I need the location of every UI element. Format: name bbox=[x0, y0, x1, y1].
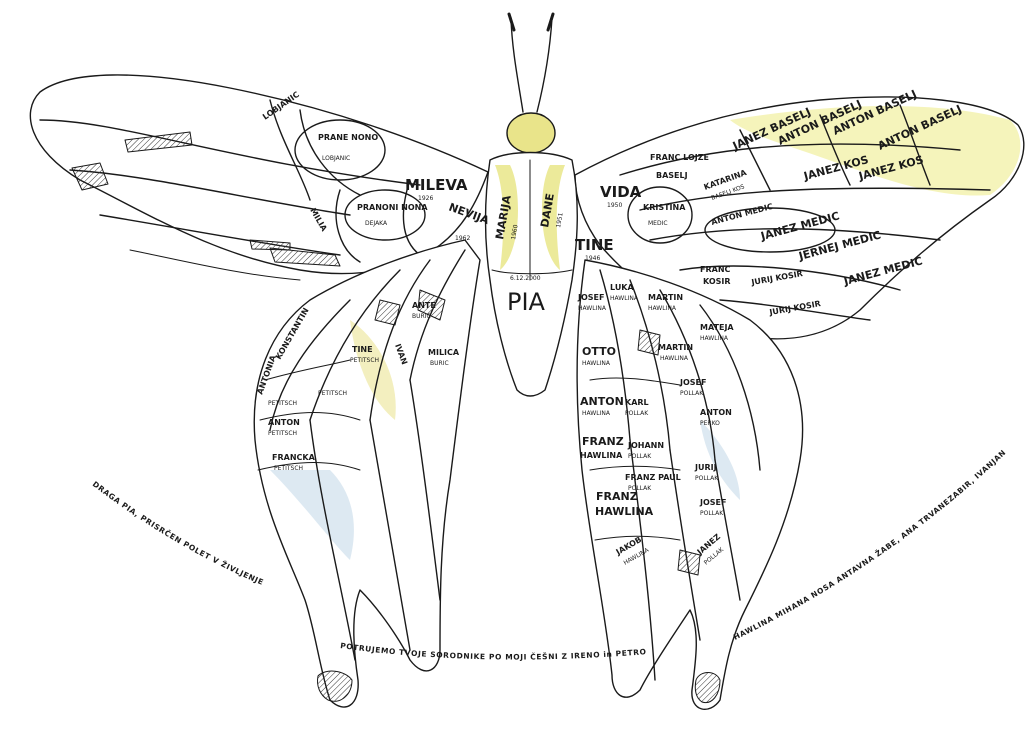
label-konstantin-sub: PETITSCH bbox=[318, 390, 347, 397]
label-tine-right: TINE bbox=[575, 236, 614, 254]
label-vida-year: 1950 bbox=[607, 202, 622, 209]
label-jozef3: JOSEF bbox=[699, 498, 726, 507]
label-karl: KARL bbox=[625, 398, 649, 407]
label-milica: MILICA bbox=[428, 348, 460, 357]
label-martin2: MARTIN bbox=[658, 343, 693, 352]
label-luka-sub: HAWLINA bbox=[610, 295, 639, 302]
label-josef2: JOSEF bbox=[679, 378, 706, 387]
label-anton-pet: ANTON bbox=[268, 418, 300, 427]
label-ante: ANTE bbox=[412, 301, 436, 310]
label-josef-sub: HAWLINA bbox=[578, 305, 607, 312]
label-jozef3-sub: POLLAK bbox=[700, 510, 724, 517]
label-frane-lojze-sub: BASELJ bbox=[656, 171, 688, 180]
antenna-left bbox=[511, 18, 523, 112]
label-anton-h: ANTON bbox=[580, 395, 624, 408]
label-vida: VIDA bbox=[600, 183, 642, 201]
label-mateja: MATEJA bbox=[700, 323, 734, 332]
label-kristina: KRISTINA bbox=[643, 203, 686, 212]
label-franz-h: FRANZ bbox=[582, 435, 624, 448]
label-josef2-sub: POLLAK bbox=[680, 390, 704, 397]
label-francka: FRANCKA bbox=[272, 453, 316, 462]
label-luka: LUKA bbox=[610, 283, 635, 292]
label-milica-sub: BURIC bbox=[430, 360, 449, 367]
label-franz-h-sub: HAWLINA bbox=[580, 451, 623, 460]
label-francka-sub: PETITSCH bbox=[274, 465, 303, 472]
label-nevija-year: 1962 bbox=[455, 235, 470, 242]
label-tine-left-sub: PETITSCH bbox=[350, 357, 379, 364]
label-anton-pet-sub: PETITSCH bbox=[268, 430, 297, 437]
label-josef: JOSEF bbox=[577, 293, 604, 302]
body-date: 6.12.2000 bbox=[510, 275, 541, 282]
dedication-part1: DRAGA PIA, PRISRČEN POLET V ŽIVLJENJE bbox=[91, 479, 265, 587]
label-mateja-sub: HAWLINA bbox=[700, 335, 729, 342]
label-prane-mid: PRANONI NONA bbox=[357, 203, 428, 212]
label-johann: JOHANN bbox=[627, 441, 664, 450]
label-franc-k: FRANC bbox=[700, 265, 731, 274]
label-mileva-year: 1926 bbox=[418, 195, 433, 202]
label-ante-sub: BURIC bbox=[412, 313, 431, 320]
label-franc-k-sub: KOSIR bbox=[703, 277, 731, 286]
label-anton-h-sub: HAWLINA bbox=[582, 410, 611, 417]
label-prane-top-sub: LOBJANIC bbox=[322, 155, 350, 162]
label-prane-mid-sub: DEJAKA bbox=[365, 220, 388, 227]
label-franz-h2: FRANZ bbox=[596, 490, 638, 503]
label-otto-sub: HAWLINA bbox=[582, 360, 611, 367]
dedication-part2: POTRUJEMO TVOJE SORODNIKE PO MOJI ČEŠNI … bbox=[340, 641, 647, 661]
head bbox=[507, 113, 555, 153]
label-martin-sub: HAWLINA bbox=[648, 305, 677, 312]
label-johann-sub: POLLAK bbox=[628, 453, 652, 460]
label-prane-top: PRANE NONO bbox=[318, 133, 378, 142]
label-franz-h2-sub: HAWLINA bbox=[595, 505, 654, 518]
antenna-right bbox=[537, 18, 552, 112]
label-martin2-sub: HAWLINA bbox=[660, 355, 689, 362]
label-tine-right-year: 1946 bbox=[585, 255, 600, 262]
label-otto: OTTO bbox=[582, 345, 616, 358]
label-anton-p-sub: PERKO bbox=[700, 420, 720, 427]
label-martin: MARTIN bbox=[648, 293, 683, 302]
label-franz-p: FRANZ PAUL bbox=[625, 473, 681, 482]
label-antonia-sub: PETITSCH bbox=[268, 400, 297, 407]
label-kristina-sub: MEDIC bbox=[648, 220, 668, 227]
label-karl-sub: POLLAK bbox=[625, 410, 649, 417]
label-tine-left: TINE bbox=[352, 345, 373, 354]
label-mileva: MILEVA bbox=[405, 176, 468, 194]
label-anton-p: ANTON bbox=[700, 408, 732, 417]
label-frane-lojze: FRANC LOJZE bbox=[650, 153, 709, 162]
label-jurij-p-sub: POLLAK bbox=[695, 475, 719, 482]
body-name: PIA bbox=[507, 288, 546, 316]
label-jurij-p: JURIJ bbox=[694, 463, 717, 472]
